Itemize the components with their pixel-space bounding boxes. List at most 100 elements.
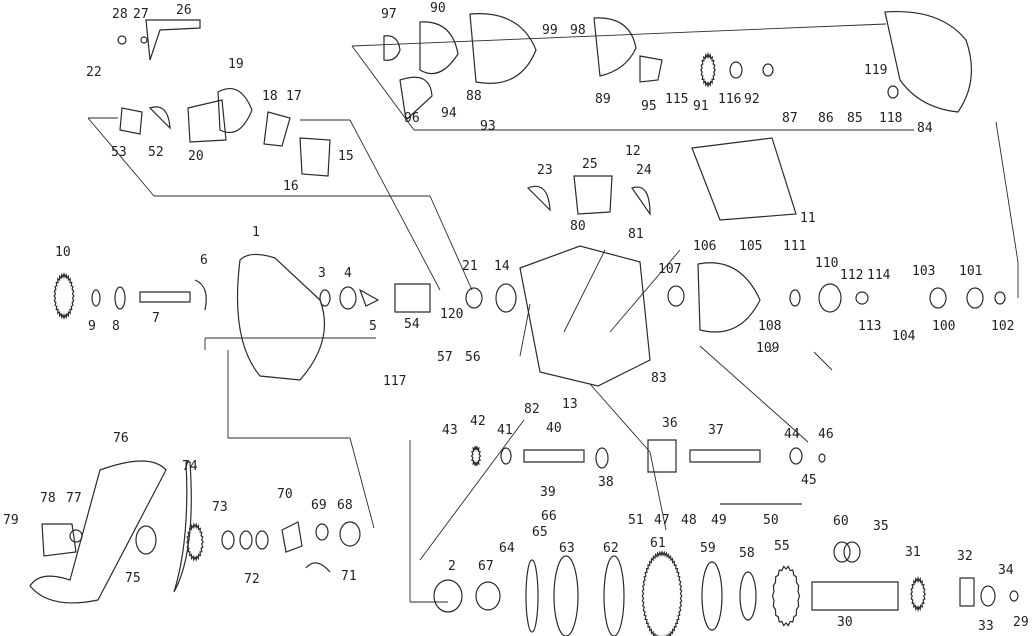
part-label-59: 59 <box>700 541 716 556</box>
part-label-66: 66 <box>541 509 557 524</box>
leader-lines <box>87 23 1019 603</box>
part-label-109: 109 <box>756 341 779 356</box>
part-label-81: 81 <box>628 227 644 242</box>
bearing <box>339 286 357 310</box>
part-label-43: 43 <box>442 423 458 438</box>
ring-29 <box>1009 590 1019 602</box>
part-label-106: 106 <box>693 239 716 254</box>
part-label-28: 28 <box>112 7 128 22</box>
star-55 <box>771 565 801 627</box>
part-label-26: 26 <box>176 3 192 18</box>
spring-116 <box>729 61 743 79</box>
frame-13 <box>519 245 651 387</box>
plate-20 <box>187 99 227 143</box>
part-label-64: 64 <box>499 541 515 556</box>
washer-27 <box>140 36 148 44</box>
part-label-32: 32 <box>957 549 973 564</box>
part-label-52: 52 <box>148 145 164 160</box>
part-label-2: 2 <box>448 559 456 574</box>
part-label-85: 85 <box>847 111 863 126</box>
nut-77 <box>69 529 83 543</box>
washer-69 <box>315 523 329 541</box>
part-label-22: 22 <box>86 65 102 80</box>
part-label-16: 16 <box>283 179 299 194</box>
part-label-25: 25 <box>582 157 598 172</box>
star-74-core <box>186 522 204 562</box>
spool-cover <box>469 13 537 84</box>
gear-31 <box>910 575 926 613</box>
part-label-15: 15 <box>338 149 354 164</box>
part-label-35: 35 <box>873 519 889 534</box>
star-drag-74 <box>173 461 192 593</box>
part-label-9: 9 <box>88 319 96 334</box>
leader-line <box>349 437 375 529</box>
leader-line <box>351 45 415 131</box>
part-label-38: 38 <box>598 475 614 490</box>
gear-91 <box>700 51 716 89</box>
cover-25 <box>573 175 613 215</box>
collar-67 <box>475 581 501 611</box>
leader-line <box>429 195 473 291</box>
ring-60a <box>833 541 851 563</box>
piece-95 <box>639 55 663 83</box>
screw-28 <box>117 35 127 45</box>
disc-62 <box>603 555 625 636</box>
worm-shaft-40 <box>523 449 585 463</box>
washer-101 <box>966 287 984 309</box>
gear-42 <box>470 446 482 466</box>
part-label-45: 45 <box>801 473 817 488</box>
disc-63 <box>553 555 579 636</box>
part-label-82: 82 <box>524 402 540 417</box>
bearing <box>495 283 517 313</box>
leader-line <box>87 117 155 197</box>
part-label-89: 89 <box>595 92 611 107</box>
bushing <box>319 289 331 307</box>
tube-37 <box>689 449 761 463</box>
part-label-72: 72 <box>244 572 260 587</box>
part-label-110: 110 <box>815 256 838 271</box>
cover-19 <box>217 88 253 134</box>
part-label-94: 94 <box>441 106 457 121</box>
part-label-76: 76 <box>113 431 129 446</box>
part-label-17: 17 <box>286 89 302 104</box>
ring-60b <box>843 541 861 563</box>
part-label-83: 83 <box>651 371 667 386</box>
bearing-107 <box>667 285 685 307</box>
part-label-12: 12 <box>625 144 641 159</box>
part-label-88: 88 <box>466 89 482 104</box>
washer-75 <box>135 525 157 555</box>
part-label-44: 44 <box>784 427 800 442</box>
part-label-3: 3 <box>318 266 326 281</box>
plate-15 <box>299 137 331 177</box>
part-label-13: 13 <box>562 397 578 412</box>
part-label-92: 92 <box>744 92 760 107</box>
collar <box>465 287 483 309</box>
ring-102 <box>994 291 1006 305</box>
part-label-57: 57 <box>437 350 453 365</box>
part-label-8: 8 <box>112 319 120 334</box>
part-label-37: 37 <box>708 423 724 438</box>
shaft-30 <box>811 581 899 611</box>
part-label-67: 67 <box>478 559 494 574</box>
part-label-50: 50 <box>763 513 779 528</box>
part-label-18: 18 <box>262 89 278 104</box>
part-label-42: 42 <box>470 414 486 429</box>
part-label-27: 27 <box>133 7 149 22</box>
leader-line <box>699 345 809 443</box>
part-label-119: 119 <box>864 63 887 78</box>
part-label-61: 61 <box>650 536 666 551</box>
bearing-108 <box>789 289 801 307</box>
part-label-29: 29 <box>1013 615 1029 630</box>
part-label-111: 111 <box>783 239 806 254</box>
housing-110 <box>818 283 842 313</box>
piece-23 <box>526 185 551 212</box>
part-label-99: 99 <box>542 23 558 38</box>
bracket-26 <box>145 19 201 61</box>
plate-78 <box>41 523 77 557</box>
spring-112 <box>855 291 869 305</box>
leader-line <box>563 249 606 333</box>
washer-59 <box>701 561 723 631</box>
part-label-95: 95 <box>641 99 657 114</box>
part-label-101: 101 <box>959 264 982 279</box>
